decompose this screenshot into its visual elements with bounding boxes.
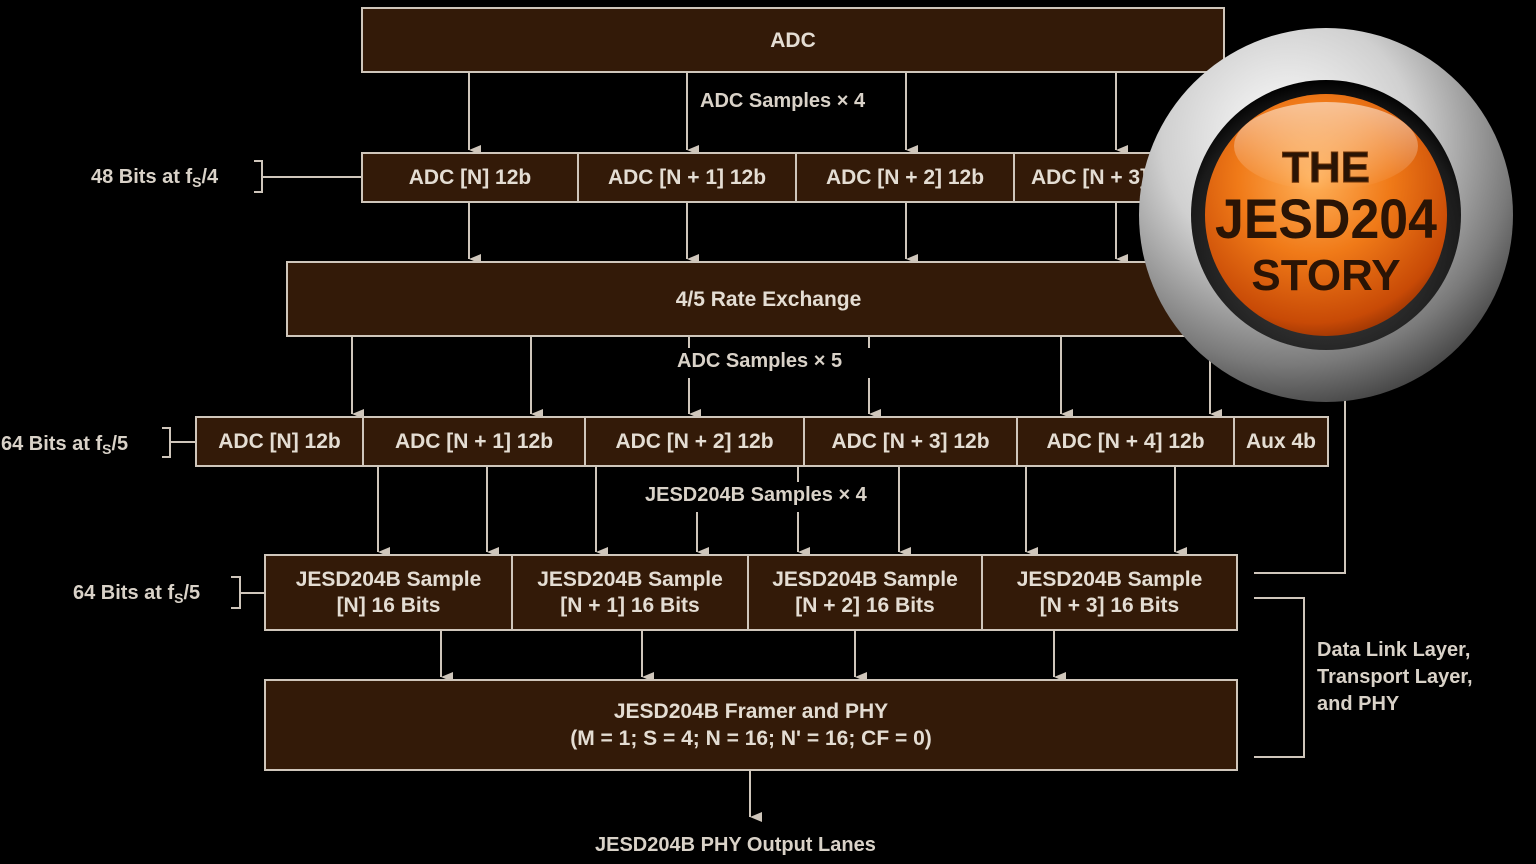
adc-samples-row-5: ADC [N] 12b ADC [N + 1] 12b ADC [N + 2] … xyxy=(195,416,1329,467)
rate-exchange-label: 4/5 Rate Exchange xyxy=(675,287,862,311)
bits-64-label-b: 64 Bits at fS/5 xyxy=(73,582,201,606)
badge-line-3: STORY xyxy=(1251,251,1400,300)
adc-samples-row-4: ADC [N] 12b ADC [N + 1] 12b ADC [N + 2] … xyxy=(361,152,1225,203)
adc-samples-x4-label: ADC Samples × 4 xyxy=(700,90,866,112)
jesd-samples-row: JESD204B Sample [N] 16 Bits JESD204B Sam… xyxy=(264,554,1238,631)
adc-block: ADC xyxy=(361,7,1225,73)
jesd-sample-n-plus-2: JESD204B Sample [N + 2] 16 Bits xyxy=(747,556,981,629)
jesd204-story-badge-logo: THE JESD204 STORY xyxy=(1139,28,1513,402)
adc5-sample-n: ADC [N] 12b xyxy=(218,429,341,453)
adc5-sample-n-plus-3: ADC [N + 3] 12b xyxy=(803,418,1016,465)
aux-bits: Aux 4b xyxy=(1233,418,1327,465)
bits-64-label-a: 64 Bits at fS/5 xyxy=(1,433,129,457)
framer-params: (M = 1; S = 4; N = 16; N' = 16; CF = 0) xyxy=(570,727,932,750)
adc-sample-n-plus-2: ADC [N + 2] 12b xyxy=(795,154,1013,201)
adc-samples-x5-label: ADC Samples × 5 xyxy=(677,350,843,372)
adc5-sample-n-plus-2: ADC [N + 2] 12b xyxy=(584,418,803,465)
badge-line-1: THE xyxy=(1282,143,1370,192)
jesd-sample-n-plus-3: JESD204B Sample [N + 3] 16 Bits xyxy=(981,556,1236,629)
data-link-layer-label: Data Link Layer, Transport Layer, and PH… xyxy=(1317,639,1473,715)
badge-line-2: JESD204 xyxy=(1215,187,1437,250)
jesd-sample-n: JESD204B Sample [N] 16 Bits xyxy=(295,567,482,617)
adc5-sample-n-plus-4: ADC [N + 4] 12b xyxy=(1016,418,1233,465)
output-lanes-label: JESD204B PHY Output Lanes xyxy=(595,834,876,856)
jesd-sample-n-plus-1: JESD204B Sample [N + 1] 16 Bits xyxy=(511,556,747,629)
jesd-samples-x4-label: JESD204B Samples × 4 xyxy=(645,484,867,506)
rate-exchange-block: 4/5 Rate Exchange xyxy=(286,261,1251,337)
adc-block-label: ADC xyxy=(770,28,816,52)
framer-phy-block: JESD204B Framer and PHY (M = 1; S = 4; N… xyxy=(264,679,1238,771)
bits-48-label: 48 Bits at fS/4 xyxy=(91,166,219,190)
adc-sample-n: ADC [N] 12b xyxy=(408,165,532,189)
adc5-sample-n-plus-1: ADC [N + 1] 12b xyxy=(362,418,584,465)
framer-title: JESD204B Framer and PHY xyxy=(613,700,889,723)
adc-sample-n-plus-1: ADC [N + 1] 12b xyxy=(577,154,795,201)
